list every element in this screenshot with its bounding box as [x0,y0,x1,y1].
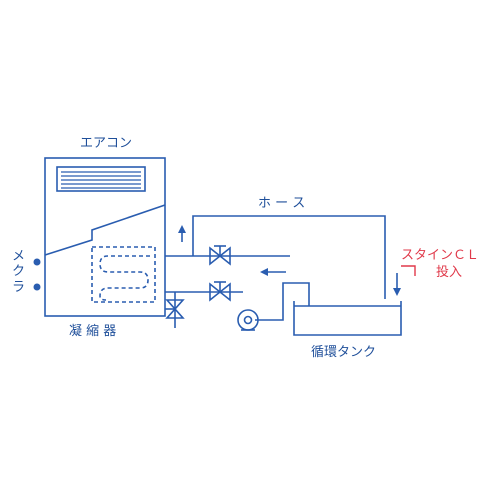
hose-label: ホ ー ス [258,196,306,211]
mekura-label-2: ク [12,264,26,279]
housing-divider [44,204,166,256]
vent-grille [56,166,146,192]
condenser-label: 凝 縮 器 [69,324,117,339]
mekura-label-1: メ [12,249,26,264]
condenser-coil [99,255,150,301]
vent-slats [61,171,141,189]
aircon-label: エアコン [80,136,133,151]
pump-icon [237,309,259,331]
circulation-tank [293,301,402,336]
pipe-return [255,282,310,321]
mekura-label-3: ラ [12,280,26,295]
dosing-leader [401,265,416,276]
indicator-dot-top [33,258,41,266]
hose-line [192,215,386,299]
indicator-dot-bottom [33,283,41,291]
arrow-left-icon [260,268,286,276]
valve-icon [209,245,231,266]
tank-label: 循環タンク [311,345,377,360]
arrow-down-icon [393,273,401,296]
arrow-up-icon [178,225,186,242]
condenser-box [91,246,156,303]
aircon-housing [44,157,166,317]
chemical-label-line1: スタインＣＬ [401,248,480,263]
valve-icon [209,281,231,302]
valve-icon [165,299,185,319]
chemical-label-line2: 投入 [436,265,463,280]
